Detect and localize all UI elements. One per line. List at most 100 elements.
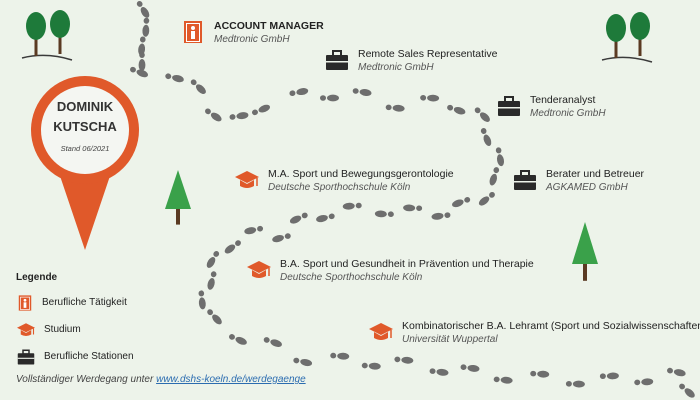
footprint-icon (229, 334, 247, 345)
door-person-icon (184, 21, 202, 43)
footprint-icon (667, 367, 686, 377)
entry-lehramt: Kombinatorischer B.A. Lehramt (Sport und… (368, 320, 700, 346)
briefcase-icon (17, 349, 35, 364)
footprint-icon (205, 108, 222, 122)
footer: Vollständiger Werdegang unter www.dshs-k… (16, 374, 306, 385)
footprint-icon (190, 79, 206, 94)
footprint-icon (206, 250, 220, 268)
footprint-icon (320, 94, 339, 102)
entry-org: AGKAMED GmbH (546, 182, 628, 193)
footprint-icon (495, 147, 505, 167)
footprint-icon (599, 372, 619, 380)
footprint-icon (361, 362, 381, 370)
pine-tree-icon (572, 222, 598, 281)
footprint-icon (252, 104, 270, 116)
footprint-icon (352, 88, 372, 96)
footprint-icon (207, 309, 222, 325)
location-pin (31, 76, 139, 250)
briefcase-icon (498, 96, 520, 116)
footprint-icon (565, 380, 585, 388)
entry-account-manager: ACCOUNT MANAGER Medtronic GmbH (180, 20, 324, 46)
entry-berater: Berater und Betreuer AGKAMED GmbH (512, 168, 644, 194)
footprint-icon (385, 104, 405, 112)
graduation-cap-icon (17, 322, 35, 336)
door-person-icon (18, 294, 32, 311)
footprint-icon (679, 383, 695, 398)
legend-item-station: Berufliche Stationen (16, 343, 134, 370)
footprint-icon (289, 212, 308, 224)
entry-org: Medtronic GmbH (214, 34, 290, 45)
footprint-icon (293, 357, 313, 367)
tree-pair-icon (601, 12, 653, 63)
entry-org: Medtronic GmbH (530, 108, 606, 119)
profile-name-line1: DOMINIK (56, 99, 114, 114)
profile-name-line2: KUTSCHA (53, 119, 117, 134)
footprint-icon (316, 213, 335, 223)
entry-remote-sales: Remote Sales Representative Medtronic Gm… (324, 48, 498, 74)
pine-tree-icon (165, 170, 191, 225)
footprint-icon (142, 17, 150, 37)
footer-text: Vollständiger Werdegang unter (16, 374, 157, 385)
footprint-icon (474, 107, 490, 122)
footprint-trail (130, 0, 695, 398)
footprint-icon (136, 0, 150, 18)
entry-ma-sport: M.A. Sport und Bewegungsgerontologie Deu… (234, 168, 454, 194)
entry-title: M.A. Sport und Bewegungsgerontologie (268, 168, 454, 180)
footprint-icon (394, 356, 414, 364)
footprint-icon (374, 210, 394, 218)
footprint-icon (478, 191, 495, 206)
footprint-icon (530, 370, 550, 378)
entry-title: B.A. Sport und Gesundheit in Prävention … (280, 258, 534, 270)
entry-org: Deutsche Sporthochschule Köln (280, 272, 423, 283)
footprint-icon (431, 212, 451, 220)
footprint-icon (138, 52, 146, 71)
graduation-cap-icon (369, 323, 393, 340)
footprint-icon (130, 66, 148, 78)
footprint-icon (272, 233, 291, 243)
entry-org: Medtronic GmbH (358, 62, 434, 73)
legend-label: Berufliche Stationen (44, 351, 134, 362)
legend-label: Studium (44, 324, 81, 335)
footprint-icon (493, 376, 513, 384)
footprint-icon (244, 225, 264, 235)
footprint-icon (420, 94, 440, 102)
entry-title: Tenderanalyst (530, 94, 596, 106)
footprint-icon (229, 112, 249, 120)
legend-item-study: Studium (16, 316, 134, 343)
footer-link[interactable]: www.dshs-koeln.de/werdegaenge (156, 374, 306, 385)
footprint-icon (165, 73, 184, 83)
footprint-icon (429, 368, 449, 376)
footprint-icon (330, 352, 350, 360)
footprint-icon (489, 167, 500, 186)
entry-ba-sport: B.A. Sport und Gesundheit in Prävention … (246, 258, 534, 284)
legend-item-job: Berufliche Tätigkeit (16, 289, 134, 316)
footprint-icon (198, 290, 206, 310)
legend: Legende Berufliche Tätigkeit Studium Ber… (16, 272, 134, 370)
footprint-icon (460, 364, 480, 372)
footprint-icon (403, 204, 423, 212)
footprint-icon (289, 88, 309, 97)
graduation-cap-icon (247, 261, 271, 278)
footprint-icon (342, 202, 362, 210)
footprint-icon (447, 104, 466, 115)
entry-title: Kombinatorischer B.A. Lehramt (Sport und… (402, 320, 700, 332)
entry-tenderanalyst: Tenderanalyst Medtronic GmbH (496, 94, 606, 120)
tree-pair-icon (21, 10, 73, 61)
graduation-cap-icon (235, 171, 259, 188)
entry-org: Deutsche Sporthochschule Köln (268, 182, 411, 193)
footprint-icon (480, 128, 492, 146)
entry-org: Universität Wuppertal (402, 334, 498, 345)
footprint-icon (634, 378, 654, 386)
briefcase-icon (514, 170, 536, 190)
legend-label: Berufliche Tätigkeit (42, 297, 127, 308)
entry-title: Berater und Betreuer (546, 168, 645, 180)
footprint-icon (263, 337, 282, 347)
entry-title: ACCOUNT MANAGER (214, 20, 324, 32)
entry-title: Remote Sales Representative (358, 48, 498, 60)
profile-date: Stand 06/2021 (60, 144, 110, 153)
footprint-icon (207, 271, 217, 290)
footprint-icon (224, 240, 241, 254)
legend-title: Legende (16, 272, 58, 283)
footprint-icon (452, 197, 471, 208)
briefcase-icon (326, 50, 348, 70)
